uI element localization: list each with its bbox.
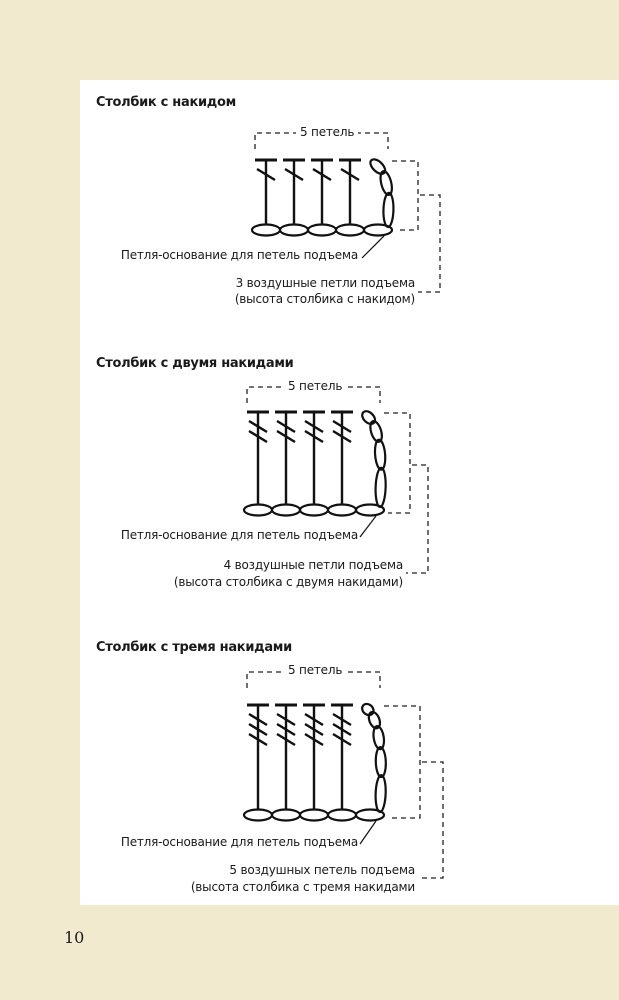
turning-chain-oval [374, 773, 387, 814]
chain-oval [270, 808, 302, 822]
yarn-over-mark [332, 712, 352, 727]
chain-oval [326, 503, 358, 517]
chain-label-2a: 4 воздушные петли подъема [223, 558, 404, 572]
turning-chain-oval [373, 438, 387, 471]
height-bracket [418, 194, 441, 293]
yarn-over-mark [304, 722, 324, 737]
count-label-1: 5 петель [296, 125, 359, 139]
chain-label-2b: (высота столбика с двумя накидами) [173, 575, 403, 589]
yarn-over-mark [276, 712, 296, 727]
turning-chain-oval [382, 191, 395, 229]
base-label-2: Петля-основание для петель подъема [120, 528, 358, 542]
yarn-over-mark [276, 419, 296, 434]
chain-label-1b: (высота столбика с накидом) [234, 292, 415, 306]
yarn-over-mark [332, 429, 352, 444]
chain-label-3a: 5 воздушных петель подъема [229, 863, 415, 877]
chain-oval [270, 503, 302, 517]
yarn-over-mark [248, 419, 268, 434]
turning-chain-bracket [384, 412, 411, 514]
turning-chain-oval [361, 702, 375, 717]
yarn-over-mark [276, 732, 296, 747]
yarn-over-mark [276, 429, 296, 444]
yarn-over-mark [332, 722, 352, 737]
yarn-over-mark [284, 167, 304, 182]
chain-oval [306, 223, 338, 237]
count-label-2: 5 петель [284, 379, 347, 393]
page-number: 10 [64, 928, 85, 947]
base-loop-pointer [361, 235, 385, 259]
yarn-over-mark [304, 712, 324, 727]
yarn-over-mark [332, 732, 352, 747]
chain-label-1a: 3 воздушные петли подъема [235, 276, 416, 290]
yarn-over-mark [340, 167, 360, 182]
base-label-3: Петля-основание для петель подъема [120, 835, 358, 849]
yarn-over-mark [248, 722, 268, 737]
turning-chain-oval [367, 710, 382, 730]
turning-chain-bracket [384, 705, 421, 819]
yarn-over-mark [256, 167, 276, 182]
section-title-3: Столбик с тремя накидами [96, 640, 292, 655]
yarn-over-mark [248, 712, 268, 727]
height-bracket [406, 464, 429, 574]
yarn-over-mark [304, 419, 324, 434]
turning-chain-oval [374, 746, 387, 779]
turning-chain-oval [372, 725, 386, 751]
chain-oval [242, 808, 274, 822]
turning-chain-oval [374, 466, 387, 509]
turning-chain-oval [369, 158, 387, 175]
turning-chain-oval [379, 170, 393, 197]
yarn-over-mark [276, 722, 296, 737]
chain-oval [242, 503, 274, 517]
chain-oval [326, 808, 358, 822]
base-label-1: Петля-основание для петель подъема [120, 248, 358, 262]
chain-label-3b: (высота столбика с тремя накидами [190, 880, 415, 894]
chain-oval [298, 808, 330, 822]
chain-oval [278, 223, 310, 237]
chain-oval [298, 503, 330, 517]
yarn-over-mark [248, 429, 268, 444]
base-loop-pointer [359, 515, 377, 538]
base-loop-pointer [359, 820, 377, 845]
yarn-over-mark [312, 167, 332, 182]
yarn-over-mark [248, 732, 268, 747]
chain-oval [250, 223, 282, 237]
yarn-over-mark [304, 732, 324, 747]
chain-oval [362, 223, 394, 237]
chain-oval [354, 503, 386, 517]
height-bracket [421, 761, 444, 879]
section-title-1: Столбик с накидом [96, 95, 236, 110]
turning-chain-bracket [392, 160, 419, 231]
turning-chain-oval [361, 410, 377, 426]
yarn-over-mark [304, 429, 324, 444]
count-label-3: 5 петель [284, 663, 347, 677]
chain-oval [354, 808, 386, 822]
chain-oval [334, 223, 366, 237]
turning-chain-oval [369, 420, 383, 443]
section-title-2: Столбик с двумя накидами [96, 356, 294, 371]
yarn-over-mark [332, 419, 352, 434]
